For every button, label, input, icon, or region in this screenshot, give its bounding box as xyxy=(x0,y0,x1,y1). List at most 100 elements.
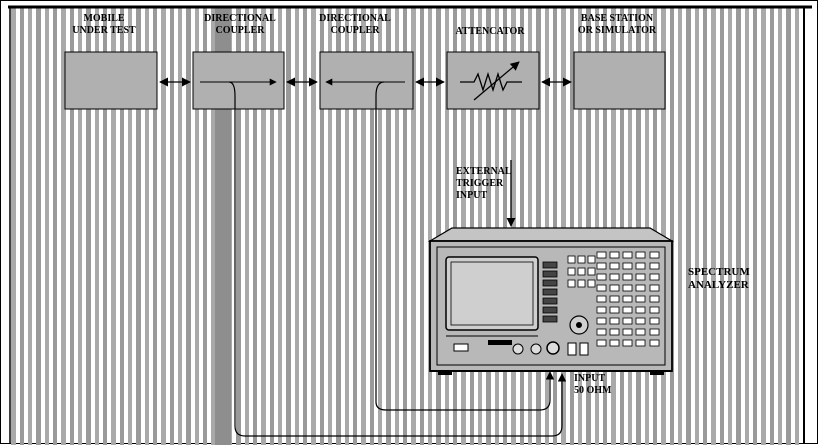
background-stripe xyxy=(753,8,757,445)
key xyxy=(596,306,607,314)
background-stripe xyxy=(378,8,382,445)
trigger-label-1: EXTERNAL xyxy=(456,166,512,177)
background-stripe xyxy=(453,8,457,445)
trigger-label-3: INPUT xyxy=(456,190,487,201)
key xyxy=(649,317,660,325)
key xyxy=(609,339,620,347)
softkey xyxy=(542,306,558,314)
background-stripe xyxy=(353,8,357,445)
key xyxy=(587,255,596,264)
background-stripe xyxy=(295,8,299,445)
key xyxy=(635,262,646,270)
coupler1-label-1: DIRECTIONAL xyxy=(204,13,276,24)
key xyxy=(596,328,607,336)
background-stripe xyxy=(586,8,591,445)
key xyxy=(609,251,620,259)
directional-coupler-1-block xyxy=(192,51,285,110)
key xyxy=(622,262,633,270)
background-stripe xyxy=(361,8,366,445)
key xyxy=(567,267,576,276)
background-stripe xyxy=(528,8,532,445)
key xyxy=(622,273,633,281)
background-stripe xyxy=(170,8,174,445)
key xyxy=(635,317,646,325)
key xyxy=(609,273,620,281)
base-station-label-1: BASE STATION xyxy=(581,13,654,24)
background-stripe xyxy=(270,8,274,445)
attenuator-block xyxy=(446,51,540,110)
softkey xyxy=(542,297,558,305)
background-stripe xyxy=(603,8,607,445)
key xyxy=(596,251,607,259)
softkey xyxy=(542,261,558,269)
background-stripe xyxy=(570,8,574,445)
key xyxy=(635,295,646,303)
background-stripe xyxy=(561,8,566,445)
background-stripe xyxy=(745,8,749,445)
background-stripe xyxy=(311,8,316,445)
key xyxy=(609,306,620,314)
softkey xyxy=(542,315,558,323)
background-stripe xyxy=(111,8,116,445)
background-stripe xyxy=(336,8,341,445)
key xyxy=(649,339,660,347)
key xyxy=(622,284,633,292)
background-stripe xyxy=(703,8,707,445)
background-stripe xyxy=(28,8,32,445)
background-stripe xyxy=(120,8,124,445)
key xyxy=(622,251,633,259)
background-stripe xyxy=(711,8,716,445)
background-stripe xyxy=(145,8,149,445)
background-stripe xyxy=(728,8,732,445)
analyzer-label-2: ANALYZER xyxy=(688,279,750,291)
softkey xyxy=(542,279,558,287)
input-connector-icon xyxy=(546,341,560,355)
background-stripe xyxy=(611,8,616,445)
background-stripe xyxy=(278,8,282,445)
background-stripe xyxy=(795,8,799,445)
background-stripe xyxy=(286,8,291,445)
background-stripe xyxy=(461,8,466,445)
key xyxy=(596,284,607,292)
background-stripe xyxy=(445,8,449,445)
key xyxy=(649,273,660,281)
key xyxy=(596,262,607,270)
background-stripe xyxy=(261,8,266,445)
key xyxy=(596,339,607,347)
key xyxy=(567,279,576,288)
background-stripe xyxy=(595,8,599,445)
softkey xyxy=(542,288,558,296)
key xyxy=(622,295,633,303)
key xyxy=(649,251,660,259)
key xyxy=(587,267,596,276)
background-stripe xyxy=(720,8,724,445)
key xyxy=(635,251,646,259)
background-stripe xyxy=(320,8,324,445)
key xyxy=(622,317,633,325)
background-stripe xyxy=(395,8,399,445)
background-stripe xyxy=(736,8,741,445)
mobile-under-test-block xyxy=(64,51,158,110)
spectrum-analyzer-instrument xyxy=(427,227,675,375)
key xyxy=(635,328,646,336)
coupled-path-2 xyxy=(375,81,555,411)
variable-arrow xyxy=(473,61,520,101)
background-stripe xyxy=(678,8,682,445)
key xyxy=(609,295,620,303)
background-stripe xyxy=(670,8,674,445)
background-stripe xyxy=(495,8,499,445)
background-stripe xyxy=(503,8,507,445)
key xyxy=(635,306,646,314)
background-stripe xyxy=(153,8,157,445)
background-stripe xyxy=(45,8,49,445)
input-label-2: 50 OHM xyxy=(574,385,612,396)
background-stripe xyxy=(645,8,649,445)
background-stripe xyxy=(553,8,557,445)
background-stripe xyxy=(78,8,82,445)
front-panel-keypad xyxy=(567,251,660,347)
base-station-block xyxy=(573,51,666,110)
key xyxy=(596,295,607,303)
background-stripe xyxy=(103,8,107,445)
background-stripe xyxy=(36,8,41,445)
background-stripe xyxy=(536,8,541,445)
